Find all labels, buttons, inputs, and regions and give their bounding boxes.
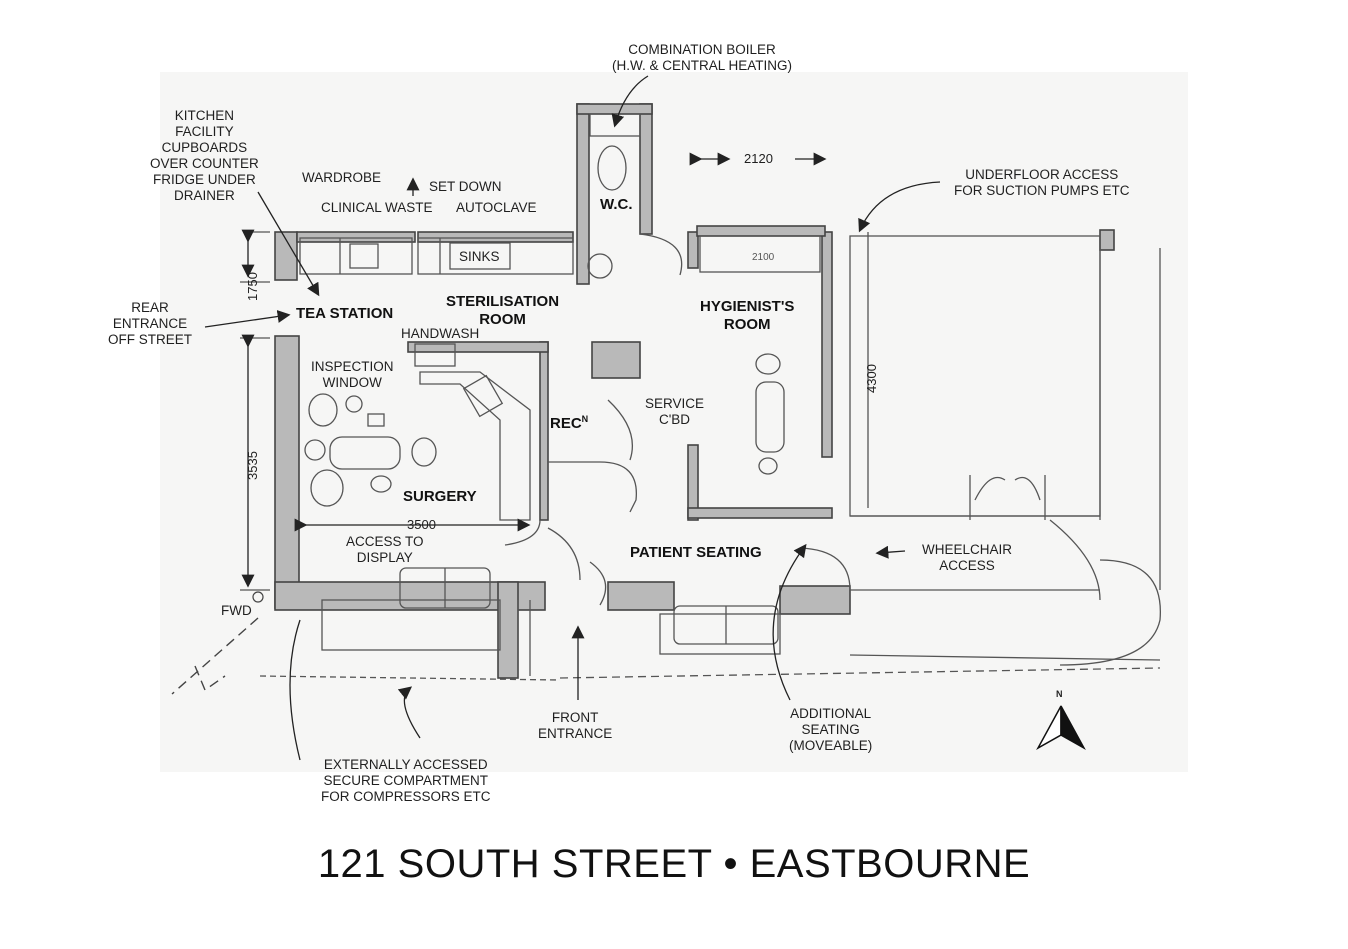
label-clinical-waste: CLINICAL WASTE <box>321 200 433 215</box>
dimension-4300: 4300 <box>863 364 879 393</box>
label-underfloor-access: UNDERFLOOR ACCESS FOR SUCTION PUMPS ETC <box>954 167 1130 198</box>
dimension-3500: 3500 <box>407 517 436 532</box>
room-tea-station: TEA STATION <box>296 305 394 322</box>
label-additional-seating: ADDITIONAL SEATING (MOVEABLE) <box>789 706 873 753</box>
label-handwash: HANDWASH <box>401 326 480 341</box>
drawing-title: 121 SOUTH STREET • EASTBOURNE <box>317 842 1031 886</box>
label-rear-entrance: REAR ENTRANCE OFF STREET <box>108 300 192 347</box>
dimension-2120: 2120 <box>744 151 773 166</box>
north-arrow-icon <box>1036 705 1086 750</box>
room-surgery: SURGERY <box>403 488 477 505</box>
label-fwd: FWD <box>221 603 252 618</box>
label-front-entrance: FRONT ENTRANCE <box>538 710 613 741</box>
label-inspection-window: INSPECTION WINDOW <box>311 359 394 390</box>
label-kitchen-facility: KITCHEN FACILITY CUPBOARDS OVER COUNTER … <box>150 108 259 203</box>
label-service-cupboard: SERVICE C'BD <box>645 396 705 427</box>
dimension-3535: 3535 <box>244 451 260 480</box>
label-combination-boiler: COMBINATION BOILER (H.W. & CENTRAL HEATI… <box>612 42 793 73</box>
room-patient-seating: PATIENT SEATING <box>630 544 762 561</box>
leader-arrows <box>204 75 941 761</box>
sketch-paper <box>160 72 1188 772</box>
label-autoclave: AUTOCLAVE <box>456 200 537 215</box>
room-wc: W.C. <box>600 196 633 213</box>
label-external-compartment: EXTERNALLY ACCESSED SECURE COMPARTMENT F… <box>321 757 491 804</box>
fwd-arrow <box>171 617 259 695</box>
dimension-1750: 1750 <box>244 272 260 301</box>
rec-label: REC <box>550 415 582 432</box>
fwd-symbol <box>252 591 264 603</box>
room-rec: RECN <box>550 410 588 433</box>
dimension-2100: 2100 <box>752 252 775 263</box>
label-wardrobe: WARDROBE <box>302 170 382 185</box>
label-sinks: SINKS <box>459 249 500 264</box>
label-access-to-display: ACCESS TO DISPLAY <box>346 534 424 565</box>
room-sterilisation: STERILISATION ROOM <box>446 293 560 328</box>
rec-superscript: N <box>581 414 589 424</box>
north-label: N <box>1056 689 1063 699</box>
sketch-lines <box>240 113 1161 681</box>
walls <box>274 103 1115 679</box>
label-wheelchair-access: WHEELCHAIR ACCESS <box>922 542 1013 573</box>
label-set-down: SET DOWN <box>429 179 502 194</box>
dimension-lines <box>241 152 827 588</box>
room-hygienist: HYGIENIST'S ROOM <box>700 298 795 333</box>
